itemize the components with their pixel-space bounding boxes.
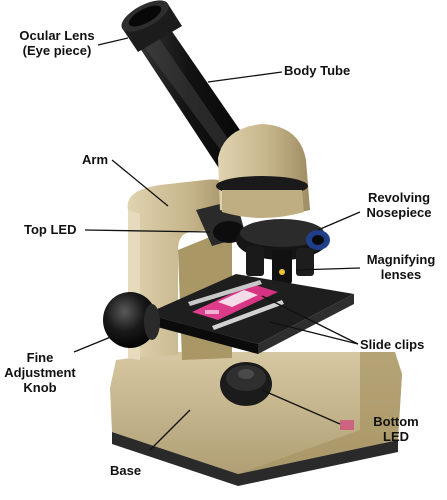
label-top-led: Top LED [24,222,77,237]
leader-bottom-led [261,389,341,425]
label-magnifying-lenses: Magnifying lenses [356,252,446,282]
label-ocular-lens: Ocular Lens (Eye piece) [2,28,112,58]
leader-lines [73,37,361,451]
leader-body-tube [207,71,283,83]
label-ocular-lens-line-2: (Eye piece) [22,43,92,58]
label-fine-adjustment-knob-line-2: Adjustment [4,365,76,380]
ocular-lens-part [121,0,182,52]
slide-clips-part [188,280,284,330]
bottom-led-part [220,362,272,406]
leader-ocular-lens [97,37,129,46]
leader-arm [111,159,169,207]
label-revolving-nosepiece: Revolving Nosepiece [352,190,446,220]
label-magnifying-lenses-line-2: lenses [380,267,422,282]
objective-lenses-part [246,246,314,284]
stage-part [146,274,354,354]
leader-revolving-nosepiece [317,211,361,231]
label-arm: Arm [82,152,109,167]
leader-fine-adjustment-knob [73,333,119,353]
base-part [110,352,402,486]
leader-base [149,409,191,451]
label-ocular-lens-line-1: Ocular Lens [19,28,95,43]
label-slide-clips: Slide clips [360,337,425,352]
leader-top-led [84,229,211,233]
microscope-head-part [216,124,310,218]
label-bottom-led: Bottom LED [354,414,438,444]
label-revolving-nosepiece-line-1: Revolving [367,190,431,205]
slide-part [192,284,278,320]
label-fine-adjustment-knob: Fine Adjustment Knob [0,350,80,395]
label-fine-adjustment-knob-line-3: Knob [23,380,57,395]
label-body-tube: Body Tube [284,63,351,78]
label-revolving-nosepiece-line-2: Nosepiece [366,205,432,220]
leader-slide-clips-1 [261,295,359,345]
label-bottom-led-line-2: LED [383,429,409,444]
label-magnifying-lenses-line-1: Magnifying [366,252,436,267]
label-fine-adjustment-knob-line-1: Fine [26,350,54,365]
leader-magnifying-lenses [295,267,361,271]
label-base: Base [110,463,142,478]
label-bottom-led-line-1: Bottom [373,414,419,429]
leader-slide-clips-2 [269,321,359,345]
